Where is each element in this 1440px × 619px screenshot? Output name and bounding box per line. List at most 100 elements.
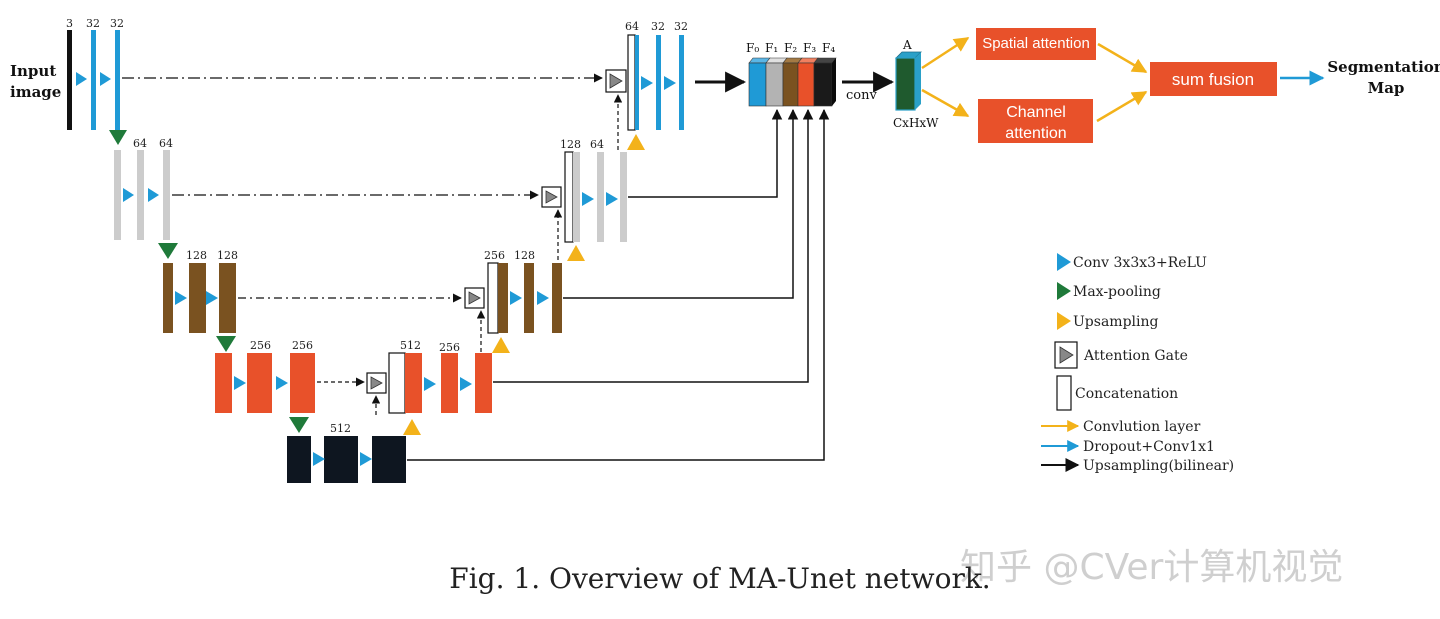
conv-icon xyxy=(234,376,246,390)
channel-d4-cat: 512 xyxy=(400,339,421,352)
encoder-l1-bar-a xyxy=(91,30,96,130)
decoder-d3-bar-0 xyxy=(498,263,508,333)
feature-label-f3: F₃ xyxy=(803,41,816,55)
legend-upsample-label: Upsampling xyxy=(1073,314,1159,330)
decoder-d3-bar-b xyxy=(552,263,562,333)
feature-f1 xyxy=(765,62,784,107)
feature-stack-side xyxy=(832,58,836,106)
encoder-l2-bar-b xyxy=(163,150,170,240)
channel-l2-a: 64 xyxy=(133,137,147,150)
bottleneck-bar-b xyxy=(372,436,406,483)
spatial-attention-label: Spatial attention xyxy=(982,35,1090,52)
upsample-icon xyxy=(492,337,510,353)
concat-d2 xyxy=(564,151,574,243)
to-channel-arrow xyxy=(921,88,970,118)
output-label-line2: Map xyxy=(1368,79,1405,97)
legend-dropout-label: Dropout+Conv1x1 xyxy=(1083,439,1215,455)
conv-icon xyxy=(276,376,288,390)
legend-maxpool-label: Max-pooling xyxy=(1073,284,1161,300)
channel-l5: 512 xyxy=(330,422,351,435)
conv-icon xyxy=(148,188,159,202)
conv-icon xyxy=(206,291,218,305)
a-block xyxy=(895,57,916,111)
bilinear-path-d2 xyxy=(628,108,783,198)
bilinear-path-bottleneck xyxy=(407,108,830,461)
decoder-d1-bar-b xyxy=(679,35,684,130)
watermark: 知乎 @CVer计算机视觉 xyxy=(960,547,1344,588)
legend-attention-gate-label: Attention Gate xyxy=(1083,348,1188,364)
legend-concat-box xyxy=(1056,375,1072,411)
to-spatial-arrow xyxy=(921,36,970,70)
bottleneck-bar-a xyxy=(324,436,358,483)
encoder-l3-bar-b xyxy=(219,263,236,333)
legend-upsample-icon xyxy=(1057,312,1071,330)
spatial-attention-box xyxy=(976,28,1096,60)
maxpool-icon xyxy=(289,417,309,433)
decoder-d2-bar-0 xyxy=(573,152,580,242)
attention-gate-icon xyxy=(370,376,383,390)
encoder-l4-bar-0 xyxy=(215,353,232,413)
feature-f4 xyxy=(813,62,833,107)
encoder-l2-bar-0 xyxy=(114,150,121,240)
channel-l4-a: 256 xyxy=(250,339,271,352)
input-label-line2: image xyxy=(10,83,61,101)
legend-conv-icon xyxy=(1057,253,1071,271)
attention-gate-icon xyxy=(545,190,558,204)
encoder-l4-bar-b xyxy=(290,353,315,413)
channel-attention-box xyxy=(978,99,1093,143)
channel-d4-out: 256 xyxy=(439,341,460,354)
upsample-icon xyxy=(567,245,585,261)
concat-d4 xyxy=(388,352,406,414)
concat-d3 xyxy=(487,262,499,334)
conv-icon xyxy=(175,291,187,305)
figure-caption: Fig. 1. Overview of MA-Unet network. xyxy=(449,562,991,595)
channel-d1-a: 32 xyxy=(651,20,665,33)
upsample-icon xyxy=(403,419,421,435)
decoder-d4-bar-b xyxy=(475,353,492,413)
concat-d1 xyxy=(627,34,636,131)
decoder-d4-bar-a xyxy=(441,353,458,413)
conv-icon xyxy=(510,291,522,305)
encoder-l2-bar-a xyxy=(137,150,144,240)
conv-icon xyxy=(76,72,87,86)
encoder-l3-bar-0 xyxy=(163,263,173,333)
legend-concat-label: Concatenation xyxy=(1075,386,1178,402)
channel-l4-b: 256 xyxy=(292,339,313,352)
channel-attention-line2: attention xyxy=(1005,125,1066,142)
legend-maxpool-icon xyxy=(1057,282,1071,300)
legend-conv-layer-label: Convlution layer xyxy=(1083,419,1201,435)
encoder-l1-input-bar xyxy=(67,30,72,130)
sum-fusion-label: sum fusion xyxy=(1172,70,1254,89)
decoder-d1-bar-a xyxy=(656,35,661,130)
channel-d1-b: 32 xyxy=(674,20,688,33)
conv-label: conv xyxy=(846,88,877,103)
bilinear-path-d3 xyxy=(563,108,799,299)
channel-l3-b: 128 xyxy=(217,249,238,262)
conv-icon xyxy=(641,76,653,90)
feature-label-f1: F₁ xyxy=(765,41,778,55)
channel-l1-in: 3 xyxy=(66,17,73,30)
bilinear-path-d4 xyxy=(493,108,814,383)
channel-to-sum-arrow xyxy=(1096,90,1148,123)
a-block-side xyxy=(915,52,921,110)
channel-d3-cat: 256 xyxy=(484,249,505,262)
feature-f3 xyxy=(797,62,815,107)
decoder-d2-bar-b xyxy=(620,152,627,242)
conv-icon xyxy=(123,188,134,202)
conv-icon xyxy=(582,192,594,206)
conv-icon xyxy=(313,452,325,466)
decoder-d4-bar-0 xyxy=(405,353,422,413)
legend-attention-gate-icon xyxy=(1059,346,1074,364)
maxpool-icon xyxy=(216,336,236,352)
sum-fusion-box xyxy=(1150,62,1277,96)
conv-icon xyxy=(537,291,549,305)
decoder-d3-bar-a xyxy=(524,263,534,333)
maxpool-icon xyxy=(158,243,178,259)
conv-icon xyxy=(460,377,472,391)
encoder-l4-bar-a xyxy=(247,353,272,413)
bottleneck-bar-0 xyxy=(287,436,311,483)
legend: Conv 3x3x3+ReLU Max-pooling Upsampling A… xyxy=(1041,253,1234,474)
input-label-line1: Input xyxy=(10,62,56,80)
decoder-d1-bar-0 xyxy=(635,35,639,130)
